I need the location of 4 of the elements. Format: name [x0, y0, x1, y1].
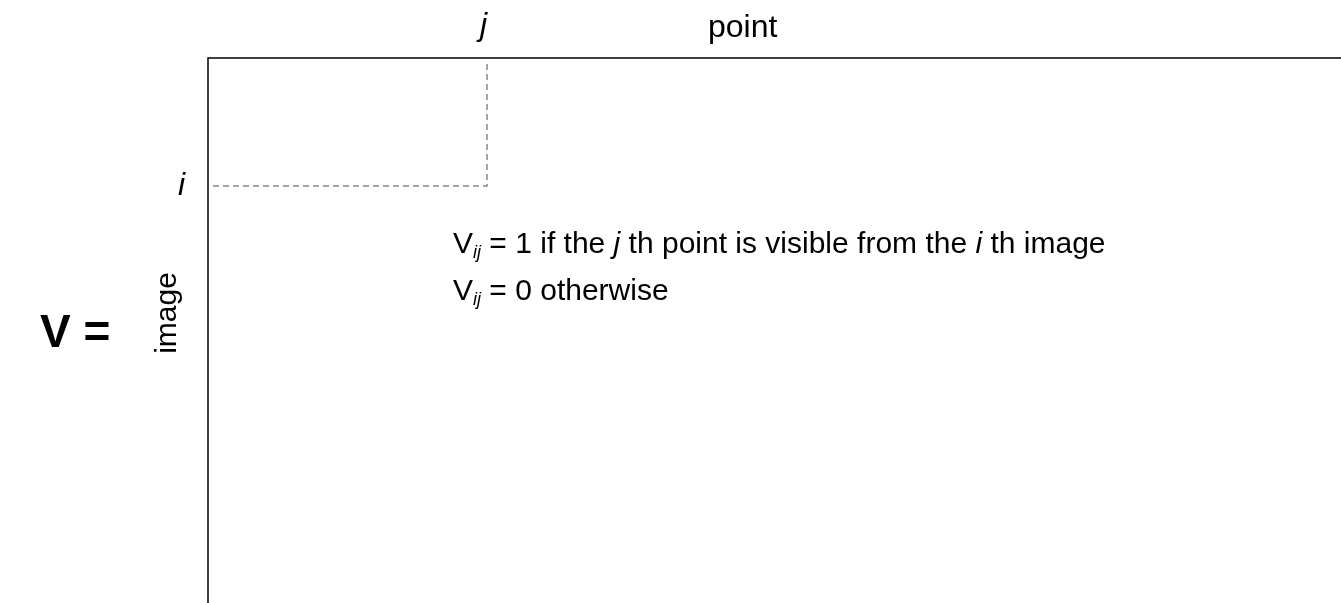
axis-label: point	[708, 10, 778, 42]
axis-label: i	[178, 168, 186, 200]
axis-label: image	[150, 272, 181, 354]
matrix-symbol: V =	[40, 308, 111, 354]
